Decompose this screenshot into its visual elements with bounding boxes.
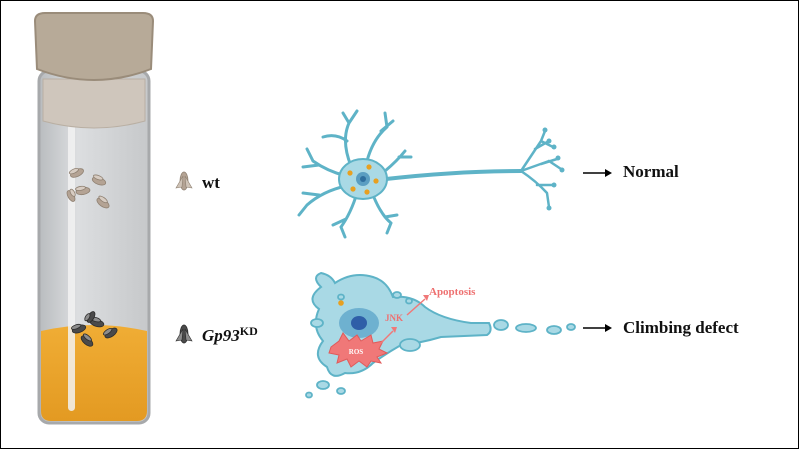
ros-to-jnk-arrow: [376, 327, 397, 348]
wt-flies-in-vial: [66, 167, 110, 209]
wt-legend-fly-icon: [175, 171, 193, 191]
jnk-label: JNK: [385, 313, 403, 323]
vial-cap: [33, 12, 155, 81]
ros-burst: [328, 332, 389, 368]
degenerating-neuron-fragments: [305, 291, 576, 399]
wt-label: wt: [202, 173, 220, 192]
ros-label: ROS: [349, 348, 364, 356]
kd-outcome-arrow: [583, 324, 612, 332]
vial-plug: [42, 78, 146, 129]
kd-label-superscript: KD: [240, 324, 258, 338]
degenerating-neuron-nucleus: [351, 316, 367, 330]
normal-neuron-nucleolus: [360, 176, 366, 182]
jnk-to-apoptosis-arrow: [406, 295, 429, 316]
kd-label: Gp93KD: [202, 324, 258, 345]
vial-highlight: [68, 106, 75, 411]
normal-neuron-terminals: [519, 129, 563, 209]
vial: [33, 12, 155, 425]
normal-outcome-arrow: [583, 169, 612, 177]
fly-food-medium: [41, 325, 147, 421]
normal-neuron-axon: [384, 169, 523, 181]
normal-neuron-terminal-boutons: [542, 127, 565, 211]
normal-outcome-label: Normal: [623, 162, 679, 181]
apoptosis-label: Apoptosis: [429, 286, 476, 298]
kd-outcome-label: Climbing defect: [623, 318, 739, 337]
degenerating-neuron: ROS JNK Apoptosis: [305, 271, 576, 399]
normal-neuron-granules: [347, 164, 379, 195]
degenerating-neuron-granule: [338, 300, 344, 306]
kd-flies-in-vial: [70, 311, 118, 347]
kd-legend-fly-icon: [175, 324, 193, 344]
kd-label-gene: Gp93: [202, 326, 240, 345]
normal-neuron: [297, 109, 563, 239]
